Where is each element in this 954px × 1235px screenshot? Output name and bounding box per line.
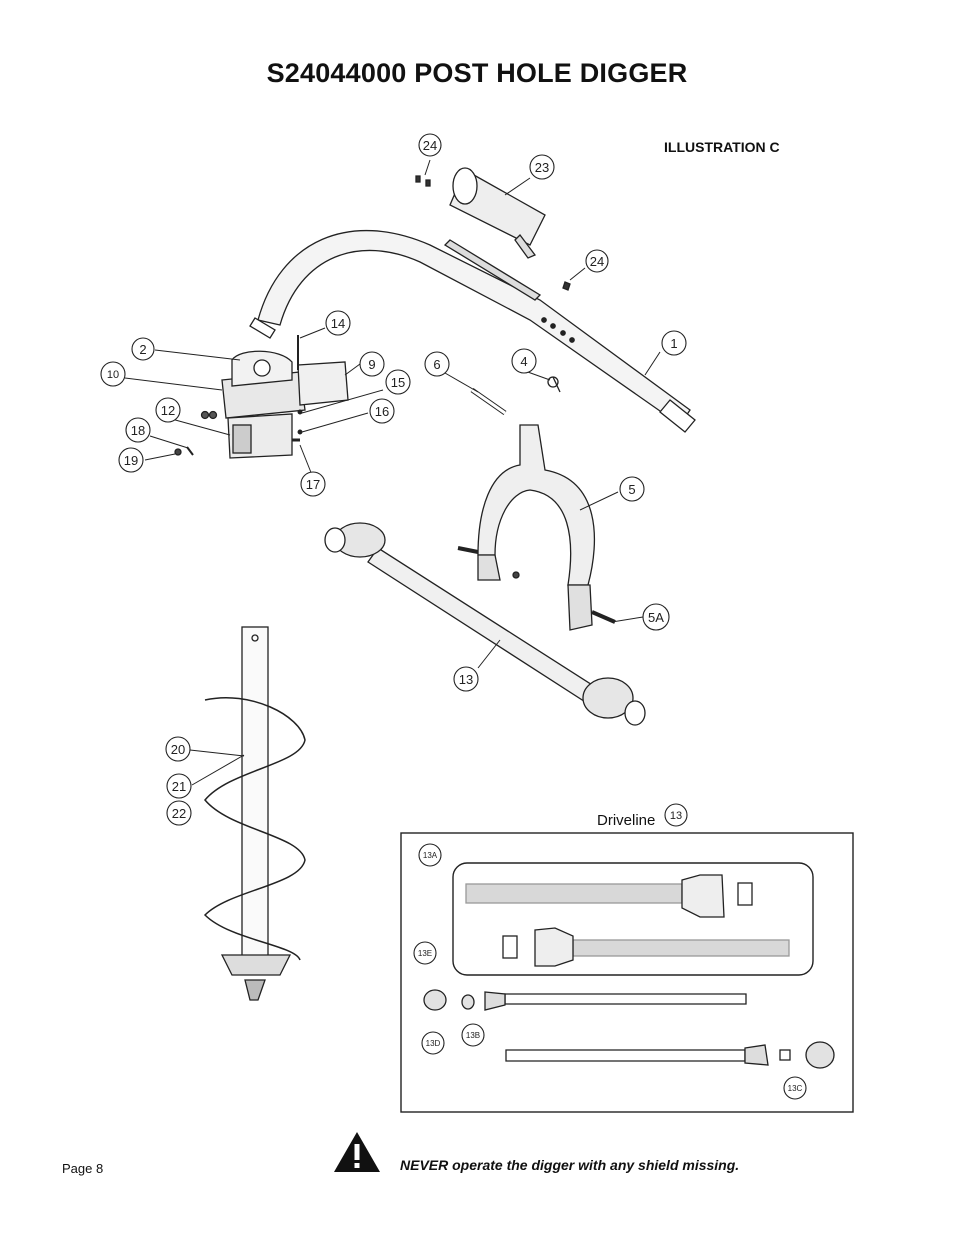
- callout-23: [529, 154, 555, 180]
- callout-18-text: 18: [131, 423, 145, 438]
- warning-text: NEVER operate the digger with any shield…: [400, 1157, 740, 1173]
- callout-13a: [418, 843, 442, 867]
- callout-1: [661, 330, 687, 356]
- warning-icon: [334, 1132, 380, 1172]
- callout-6: [424, 351, 450, 377]
- callout-6-text: 6: [433, 357, 440, 372]
- callout-13d-text: 13D: [426, 1039, 441, 1048]
- callout-14: [325, 310, 351, 336]
- callout-13a-text: 13A: [423, 851, 438, 860]
- callout-19: [118, 447, 144, 473]
- callout-13d: [421, 1031, 445, 1055]
- callout-4-text: 4: [520, 354, 527, 369]
- callout-22: [166, 800, 192, 826]
- callout-4: [511, 348, 537, 374]
- callout-2: [131, 337, 155, 361]
- callout-16-text: 16: [375, 404, 389, 419]
- callout-24-text: 24: [590, 254, 604, 269]
- callout-21: [166, 773, 192, 799]
- callout-24: [418, 133, 442, 157]
- callout-13-text: 13: [459, 672, 473, 687]
- callout-13-driveline: [664, 803, 688, 827]
- callout-15-text: 15: [391, 375, 405, 390]
- callout-13c: [783, 1076, 807, 1100]
- callout-24: [585, 249, 609, 273]
- callout-9: [359, 351, 385, 377]
- callout-13e: [413, 941, 437, 965]
- callout-5a-text: 5A: [648, 610, 664, 625]
- callout-16: [369, 398, 395, 424]
- callout-2-text: 2: [139, 342, 146, 357]
- callout-13e-text: 13E: [418, 949, 432, 958]
- callout-5a: [642, 603, 670, 631]
- page-title: S24044000 POST HOLE DIGGER: [266, 58, 688, 88]
- callout-24-text: 24: [423, 138, 437, 153]
- page-number: Page 8: [62, 1161, 104, 1176]
- callout-10-text: 10: [107, 369, 119, 381]
- frame-part: [477, 424, 596, 586]
- callout-9-text: 9: [368, 357, 375, 372]
- callout-20: [165, 736, 191, 762]
- callout-13b: [461, 1023, 485, 1047]
- callout-18: [125, 417, 151, 443]
- illustration-label: ILLUSTRATION C: [664, 139, 780, 155]
- callout-19-text: 19: [124, 453, 138, 468]
- callout-10: [100, 361, 126, 387]
- callout-13: [453, 666, 479, 692]
- callout-15: [385, 369, 411, 395]
- callout-17: [300, 471, 326, 497]
- driveline-label: Driveline: [597, 812, 656, 829]
- callout-5-text: 5: [628, 482, 635, 497]
- callout-5: [619, 476, 645, 502]
- callout-22-text: 22: [172, 806, 186, 821]
- callout-20-text: 20: [171, 742, 185, 757]
- callout-21-text: 21: [172, 779, 186, 794]
- callout-13b-text: 13B: [466, 1031, 480, 1040]
- callout-1-text: 1: [670, 336, 677, 351]
- callout-13c-text: 13C: [788, 1084, 803, 1093]
- callout-23-text: 23: [535, 160, 549, 175]
- auger-shaft: [241, 626, 269, 968]
- callout-12: [155, 397, 181, 423]
- callout-12-text: 12: [161, 403, 175, 418]
- callout-17-text: 17: [306, 477, 320, 492]
- callout-14-text: 14: [331, 316, 345, 331]
- callout-13-driveline-text: 13: [670, 810, 682, 822]
